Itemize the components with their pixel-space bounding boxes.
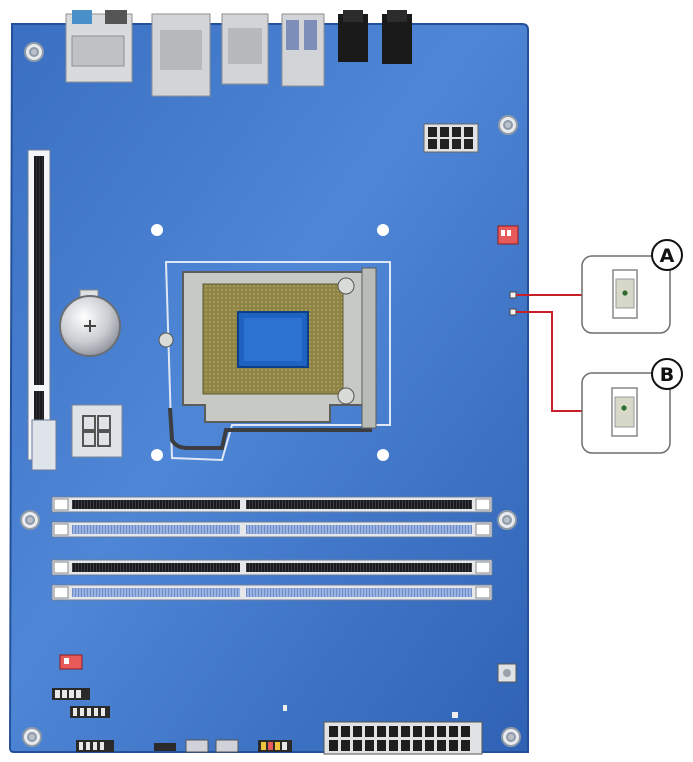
dimm-slot-1 — [51, 496, 493, 513]
mounting-holes — [20, 42, 521, 747]
pcie-x16-slot — [27, 149, 57, 471]
dimm-slot-4 — [51, 584, 493, 601]
dimm-slot-2 — [51, 521, 493, 538]
callout-badge-b — [651, 358, 683, 390]
callout-box-b: B — [581, 358, 683, 454]
audio-jack — [382, 14, 412, 64]
jumper-a-pin — [509, 291, 517, 299]
callout-box-a: A — [581, 239, 683, 334]
jumper-b-pin — [509, 308, 517, 316]
cmos-battery — [59, 289, 121, 357]
callout-letter-b: B — [660, 364, 674, 386]
atx12v-power-connector — [423, 123, 479, 153]
atx-24pin-connector — [323, 721, 483, 755]
fan-header — [497, 225, 519, 245]
post-code-display — [71, 404, 123, 458]
callout-badge-a — [651, 239, 683, 271]
onboard-button — [497, 663, 517, 683]
callout-letter-a: A — [660, 245, 675, 267]
rear-io-ports — [65, 10, 412, 97]
cpu-socket — [158, 267, 377, 450]
fan-header — [59, 654, 83, 670]
socket-load-lever — [168, 407, 372, 450]
cooler-mount-holes — [151, 224, 389, 461]
bottom-headers — [52, 654, 458, 753]
callout-line-b — [516, 311, 582, 412]
dimm-slot-3 — [51, 559, 493, 576]
